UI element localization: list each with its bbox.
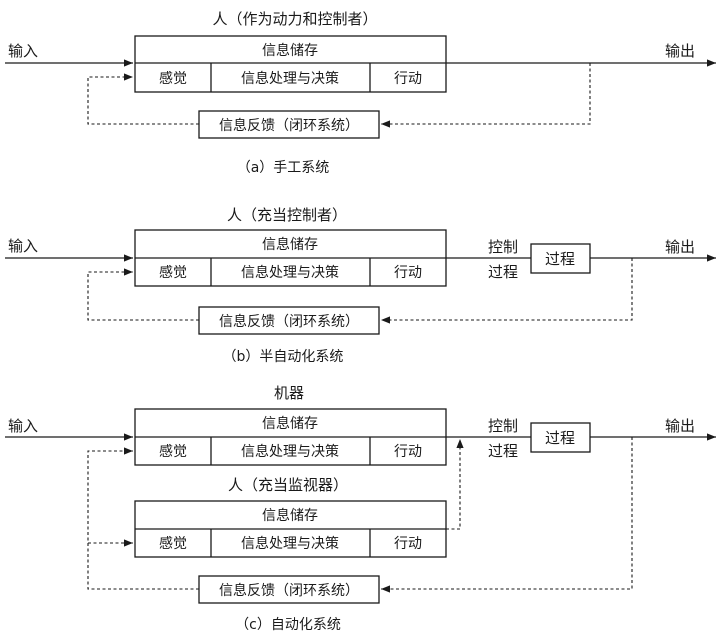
panel-a-storage-label: 信息储存 [262, 42, 318, 59]
panel-c-caption: （c）自动化系统 [235, 617, 341, 633]
panel-b-output-label: 输出 [665, 238, 695, 256]
panel-a-sense-label: 感觉 [159, 70, 187, 87]
panel-c-sense-label: 感觉 [159, 443, 187, 460]
panel-b-process-box-label: 过程 [545, 250, 575, 268]
panel-a-title: 人（作为动力和控制者） [212, 10, 377, 28]
panel-c-feedback-return [381, 437, 633, 593]
panel-b-title: 人（充当控制者） [227, 206, 347, 224]
panel-a-feedback-return [381, 63, 591, 128]
panel-b-caption: （b）半自动化系统 [223, 349, 344, 365]
panel-b-feedback-return [381, 258, 633, 324]
panel-c-feedback-to-machine [87, 447, 199, 590]
panel-a-input-label: 输入 [8, 42, 38, 60]
panel-c-monitor-action [446, 439, 464, 530]
panel-b-feedback-to-sense [87, 268, 199, 321]
panel-c-control-label-2: 过程 [488, 442, 518, 460]
panel-b-sense-label: 感觉 [159, 264, 187, 281]
panel-c-machine-title: 机器 [274, 384, 304, 402]
panel-b-control-label-2: 过程 [488, 263, 518, 281]
panel-c-input-label: 输入 [8, 417, 38, 435]
panel-b-input-label: 输入 [8, 237, 38, 255]
panel-c-output-label: 输出 [665, 417, 695, 435]
panel-b-storage-label: 信息储存 [262, 236, 318, 253]
panel-b-act-label: 行动 [394, 265, 422, 281]
panel-a-caption: （a）手工系统 [237, 160, 330, 176]
panel-b-feedback-label: 信息反馈（闭环系统） [219, 313, 359, 330]
panel-c-feedback-label: 信息反馈（闭环系统） [219, 582, 359, 599]
panel-c-automatic-system: 机器 信息储存 感觉 信息处理与决策 行动 输入 控制 过程 过程 输出 人（充… [5, 384, 716, 633]
panel-a-human-box [134, 35, 447, 93]
panel-c-storage-label-2: 信息储存 [262, 507, 318, 524]
panel-a-process-label: 信息处理与决策 [241, 70, 339, 87]
panel-a-output-label: 输出 [665, 42, 695, 60]
panel-c-control-label-1: 控制 [488, 417, 518, 435]
panel-c-storage-label: 信息储存 [262, 415, 318, 432]
panel-c-human-title: 人（充当监视器） [228, 476, 348, 494]
panel-c-process-label-2: 信息处理与决策 [241, 535, 339, 552]
panel-c-process-label: 信息处理与决策 [241, 443, 339, 460]
panel-b-semi-automatic-system: 人（充当控制者） 信息储存 感觉 信息处理与决策 行动 输入 控制 过程 过程 … [5, 206, 716, 365]
panel-a-feedback-to-sense [87, 73, 199, 125]
panel-c-act-label: 行动 [394, 444, 422, 460]
panel-b-process-label: 信息处理与决策 [241, 264, 339, 281]
panel-c-process-box-label: 过程 [545, 429, 575, 447]
panel-c-act-label-2: 行动 [394, 536, 422, 552]
panel-c-sense-label-2: 感觉 [159, 535, 187, 552]
panel-b-control-label-1: 控制 [488, 238, 518, 256]
panel-a-feedback-label: 信息反馈（闭环系统） [219, 117, 359, 134]
panel-a-manual-system: 人（作为动力和控制者） 信息储存 感觉 信息处理与决策 行动 输入 输出 信息反… [5, 10, 716, 176]
panel-a-act-label: 行动 [394, 71, 422, 87]
